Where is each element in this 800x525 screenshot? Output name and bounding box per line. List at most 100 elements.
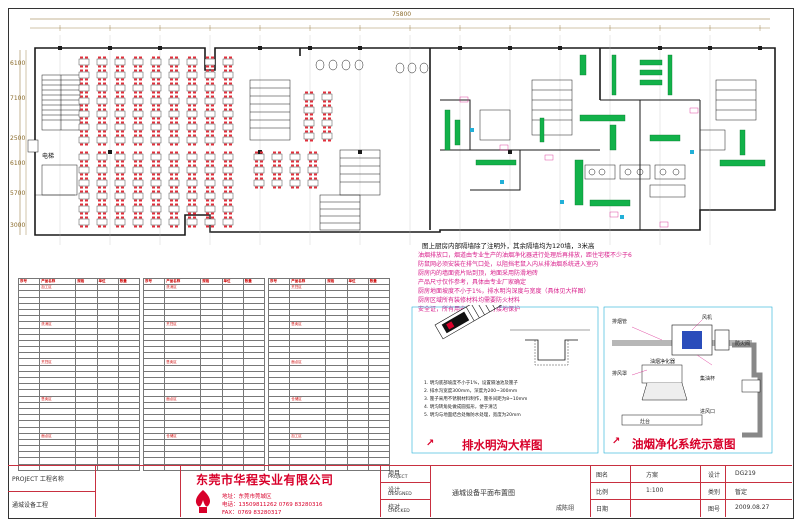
chair	[157, 225, 160, 228]
chair	[305, 104, 308, 107]
chair	[134, 95, 137, 98]
chair	[170, 151, 173, 154]
chair	[193, 143, 196, 146]
chair	[103, 108, 106, 111]
chair	[188, 82, 191, 85]
chair	[134, 65, 137, 68]
chair	[224, 216, 227, 219]
chair	[157, 56, 160, 59]
oil-label-inlet: 进风口	[700, 409, 716, 415]
chair	[139, 78, 142, 81]
chair	[328, 100, 331, 103]
chair	[175, 82, 178, 85]
dining-table	[96, 153, 108, 161]
chair	[157, 164, 160, 167]
chair	[305, 100, 308, 103]
chair	[170, 143, 173, 146]
chair	[116, 69, 119, 72]
spec-row	[17, 308, 141, 317]
chair	[170, 108, 173, 111]
chair	[98, 186, 101, 189]
dining-table	[96, 192, 108, 200]
chair	[309, 186, 312, 189]
dining-table	[96, 71, 108, 79]
chair	[323, 117, 326, 120]
chair	[152, 199, 155, 202]
chair	[229, 173, 232, 176]
chair	[139, 65, 142, 68]
chair	[211, 91, 214, 94]
chair	[121, 56, 124, 59]
chair	[121, 186, 124, 189]
chair	[80, 186, 83, 189]
dining-table	[204, 136, 216, 144]
left-dimension-5: 5700	[10, 190, 26, 197]
chair	[103, 190, 106, 193]
dining-table	[114, 84, 126, 92]
chair	[80, 95, 83, 98]
chair	[157, 95, 160, 98]
chair	[98, 177, 101, 180]
chair	[139, 160, 142, 163]
chair	[309, 177, 312, 180]
chair	[170, 225, 173, 228]
chair	[121, 190, 124, 193]
chair	[224, 164, 227, 167]
chair	[291, 173, 294, 176]
dining-table	[78, 110, 90, 118]
chair	[103, 65, 106, 68]
chair	[224, 130, 227, 133]
chair	[278, 173, 281, 176]
chair	[170, 199, 173, 202]
chair	[139, 56, 142, 59]
chair	[229, 108, 232, 111]
chair	[175, 78, 178, 81]
chair	[152, 78, 155, 81]
spec-row	[267, 438, 391, 447]
chair	[291, 186, 294, 189]
chair	[98, 56, 101, 59]
chair	[116, 117, 119, 120]
chair	[103, 186, 106, 189]
chair	[116, 121, 119, 124]
chair	[157, 78, 160, 81]
chair	[224, 108, 227, 111]
chair	[139, 225, 142, 228]
chair	[121, 177, 124, 180]
chair	[211, 117, 214, 120]
chair	[80, 199, 83, 202]
chair	[305, 113, 308, 116]
chair	[170, 203, 173, 206]
dining-table	[222, 205, 234, 213]
oil-label-fan: 风机	[702, 315, 713, 321]
chair	[206, 121, 209, 124]
chair	[188, 225, 191, 228]
chair	[273, 186, 276, 189]
chair	[175, 225, 178, 228]
dining-table	[150, 58, 162, 66]
chair	[85, 117, 88, 120]
dining-table	[289, 179, 301, 187]
chair	[206, 95, 209, 98]
chair	[103, 134, 106, 137]
chair	[229, 160, 232, 163]
chair	[229, 91, 232, 94]
label-sheet: 图名	[596, 472, 609, 479]
chair	[85, 134, 88, 137]
chair	[255, 151, 258, 154]
chair	[175, 177, 178, 180]
chair	[139, 203, 142, 206]
chair	[80, 160, 83, 163]
dining-table	[78, 192, 90, 200]
chair	[224, 199, 227, 202]
chair	[134, 69, 137, 72]
chair	[98, 173, 101, 176]
chair	[206, 82, 209, 85]
chair	[193, 95, 196, 98]
chair	[224, 212, 227, 215]
chair	[255, 164, 258, 167]
chair	[175, 190, 178, 193]
dining-table	[204, 153, 216, 161]
chair	[206, 56, 209, 59]
chair	[103, 82, 106, 85]
